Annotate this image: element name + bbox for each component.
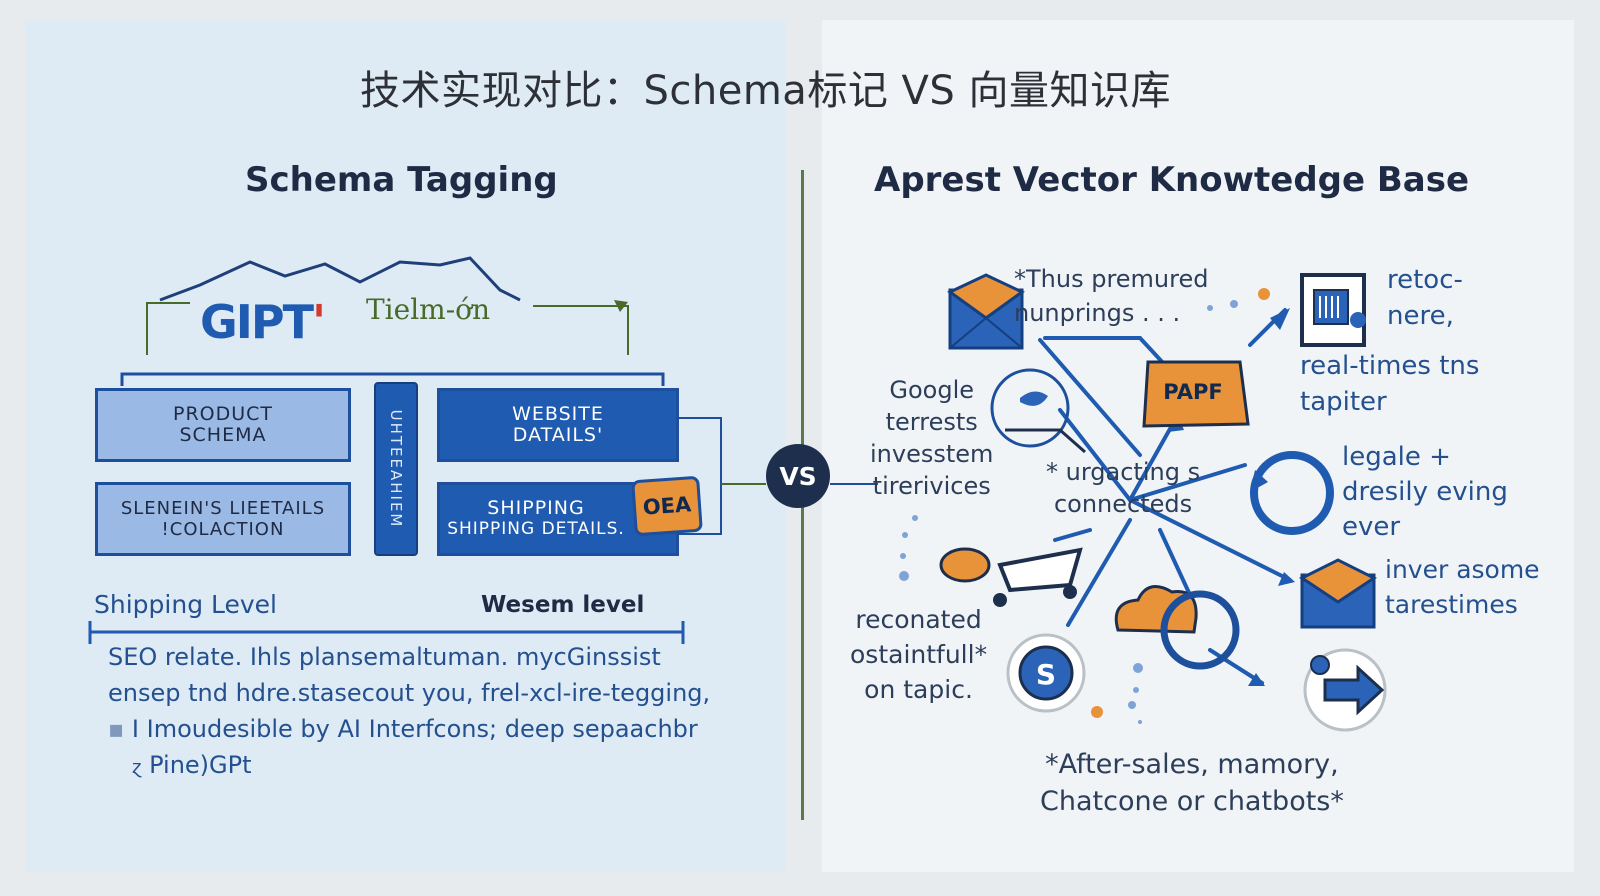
realtime-label: real-times tns tapiter (1300, 351, 1480, 417)
shipping-level-label: Shipping Level (94, 590, 277, 619)
gipt-logo: GIPT' (200, 295, 326, 349)
page-title: 技术实现对比：Schema标记 VS 向量知识库 (360, 68, 1172, 114)
slenein-details-box: SLENEIN'S LIEETAILS !COLACTION (95, 482, 351, 556)
shipping-sub: SHIPPING DETAILS. (447, 519, 625, 539)
right-panel (822, 20, 1574, 872)
body-line-3: ▪ I Imoudesible by AI Interfcons; deep s… (108, 715, 698, 743)
vertical-strip: UHTEEAHIEM (374, 382, 418, 556)
top-note-label: *Thus premured nunprings . . . (1014, 265, 1209, 327)
shipping-title: SHIPPING (487, 497, 585, 519)
reconated-label: reconated ostaintfull* on tapic. (850, 605, 988, 704)
website-details-box: WEBSITE DATAILS' (437, 388, 679, 462)
google-label: Google terrests invesstem tirerivices (870, 376, 994, 500)
papf-badge: PAPF (1163, 380, 1223, 404)
body-bullet-2: ɀ (132, 757, 142, 778)
body-line-4: ɀ Pine)GPt (132, 751, 252, 779)
body-bullet-1: ▪ (108, 715, 125, 743)
product-schema-box: PRODUCT SCHEMA (95, 388, 351, 462)
wesem-level-label: Wesem level (481, 592, 645, 618)
svg-text:S: S (1036, 658, 1056, 691)
body-line-2: ensep tnd hdre.stasecout you, frel-xcl-i… (108, 679, 711, 707)
vs-badge: VS (766, 444, 830, 508)
inver-label: inver asome tarestimes (1385, 555, 1540, 619)
body-line-1: SEO relate. Ihls plansemaltuman. mycGins… (108, 643, 661, 671)
vector-kb-heading: Aprest Vector Knowtedge Base (874, 160, 1470, 200)
bottom-label: *After-sales, mamory, Chatcone or chatbo… (1040, 749, 1344, 817)
schema-tagging-heading: Schema Tagging (245, 160, 558, 200)
tielm-tag: Tielm-ớn (366, 293, 491, 326)
center-label: * urgacting s connecteds (1046, 458, 1201, 518)
top-right-label: retoc- nere, (1387, 265, 1463, 331)
legale-label: legale + dresily eving ever (1342, 442, 1508, 542)
